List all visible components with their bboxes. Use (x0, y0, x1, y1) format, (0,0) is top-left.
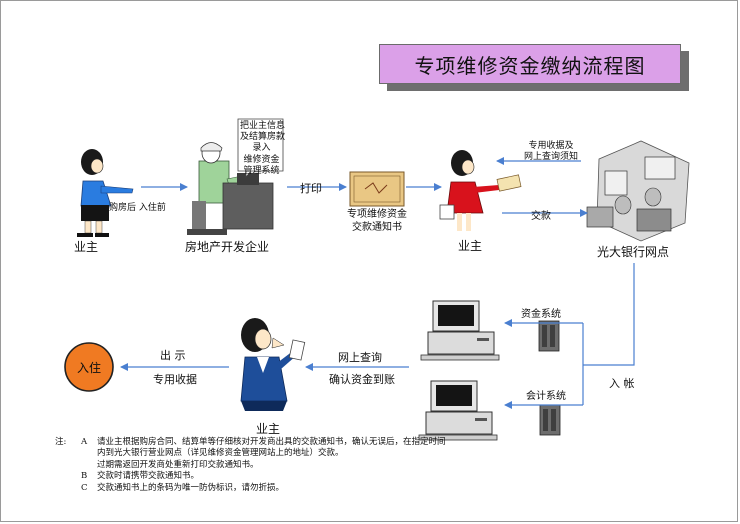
computer-accounting-system (418, 380, 561, 441)
move-in-node (64, 342, 114, 392)
diagram-title: 专项维修资金缴纳流程图 (379, 44, 681, 84)
label-notice-doc: 专项维修资金交款通知书 (347, 209, 407, 233)
speech-note-text: 把业主信息及结算房款录入维修资金管理系统 (240, 121, 286, 176)
owner2-figure (439, 150, 522, 231)
developer-figure (187, 142, 274, 235)
notice-document (349, 171, 405, 207)
arrow-credit-path (583, 263, 635, 366)
label-print: 打印 (300, 182, 322, 195)
label-owner3: 业主 (256, 422, 281, 436)
label-credit: 入 帐 (609, 377, 635, 390)
label-confirm-funds: 确认资金到账 (329, 373, 395, 386)
label-owner2: 业主 (458, 239, 483, 253)
label-developer: 房地产开发企业 (185, 240, 270, 254)
label-bank: 光大银行网点 (597, 245, 670, 259)
computer-fund-system (420, 300, 560, 361)
bank-scene (586, 140, 690, 242)
label-receipt-query: 专用收据及网上查询须知 (523, 141, 578, 162)
label-show: 出 示 (160, 349, 186, 362)
label-move-in: 入住 (77, 361, 102, 375)
label-accounting-system: 会计系统 (526, 391, 566, 402)
speech-note-box (237, 118, 284, 179)
label-special-receipt: 专用收据 (153, 373, 197, 386)
label-owner1: 业主 (74, 240, 99, 254)
owner1-figure (77, 149, 134, 237)
label-buy-after: 购房后 入住前 (109, 203, 166, 213)
notes-label: 注: (55, 437, 67, 447)
owner3-figure (240, 318, 306, 411)
arrows (120, 157, 635, 409)
label-fund-system: 资金系统 (521, 309, 561, 320)
label-pay: 交款 (531, 211, 551, 222)
label-online-query: 网上查询 (338, 351, 382, 364)
